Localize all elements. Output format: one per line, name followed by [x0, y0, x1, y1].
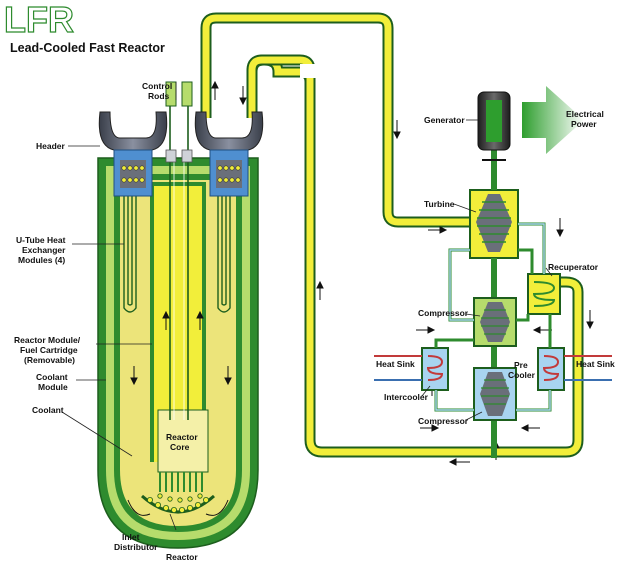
- label-u-tube-1: U-Tube Heat: [16, 235, 66, 245]
- intercooler: [374, 347, 449, 391]
- label-reactor-module-2: Fuel Cartridge: [20, 345, 78, 355]
- label-coolant: Coolant: [32, 405, 64, 415]
- turbine: [469, 150, 519, 458]
- leader-lines: [61, 82, 553, 531]
- label-inlet-distributor-2: Distributor: [114, 542, 158, 552]
- label-u-tube-3: Modules (4): [18, 255, 65, 265]
- label-control-rods-1: Control: [142, 81, 172, 91]
- logo-text: LFR: [4, 0, 74, 40]
- label-control-rods-2: Rods: [148, 91, 170, 101]
- label-precooler-2: Cooler: [508, 370, 536, 380]
- precooler: [537, 347, 612, 391]
- label-electrical-power-1: Electrical: [566, 109, 604, 119]
- label-coolant-module-1: Coolant: [36, 372, 68, 382]
- compressor-bottom: [473, 367, 517, 421]
- left-header: [98, 111, 168, 197]
- label-compressor-bottom: Compressor: [418, 416, 469, 426]
- label-precooler-1: Pre: [514, 360, 528, 370]
- label-reactor-core-1: Reactor: [166, 432, 198, 442]
- label-heat-sink-right: Heat Sink: [576, 359, 615, 369]
- label-coolant-module-2: Module: [38, 382, 68, 392]
- label-u-tube-2: Exchanger: [22, 245, 66, 255]
- label-reactor: Reactor: [166, 552, 198, 562]
- generator: [477, 91, 511, 161]
- recuperator: [527, 273, 561, 315]
- outer-piping: [200, 12, 584, 458]
- label-electrical-power-2: Power: [571, 119, 597, 129]
- electrical-power-arrow: [522, 86, 584, 154]
- label-reactor-module-3: (Removable): [24, 355, 75, 365]
- page-title: Lead-Cooled Fast Reactor: [10, 41, 165, 55]
- label-heat-sink-left: Heat Sink: [376, 359, 415, 369]
- label-generator: Generator: [424, 115, 465, 125]
- label-turbine: Turbine: [424, 199, 455, 209]
- label-intercooler: Intercooler: [384, 392, 429, 402]
- reactor-vessel: [97, 81, 259, 549]
- label-reactor-module-1: Reactor Module/: [14, 335, 81, 345]
- right-header: [194, 111, 264, 197]
- labels: Control Rods Header U-Tube Heat Exchange…: [14, 81, 615, 562]
- label-reactor-core-2: Core: [170, 442, 190, 452]
- label-header: Header: [36, 141, 66, 151]
- label-recuperator: Recuperator: [548, 262, 599, 272]
- label-inlet-distributor-1: Inlet: [122, 532, 140, 542]
- label-compressor-top: Compressor: [418, 308, 469, 318]
- compressor-top: [473, 297, 517, 347]
